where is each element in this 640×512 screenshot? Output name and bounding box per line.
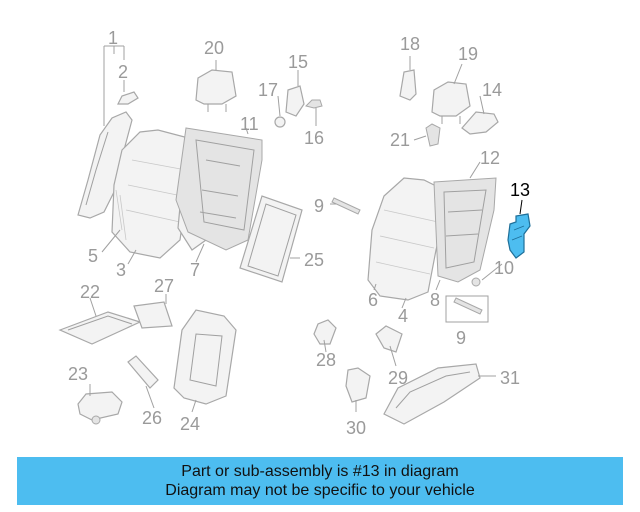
- callout-31: 31: [500, 368, 520, 388]
- part-31: [383, 363, 481, 425]
- part-16: [305, 99, 323, 109]
- callout-26: 26: [142, 408, 162, 428]
- callout-27: 27: [154, 276, 174, 296]
- callout-13: 13: [510, 180, 530, 200]
- part-9-lower: [453, 297, 483, 315]
- callout-24: 24: [180, 414, 200, 434]
- banner-line-disclaimer: Diagram may not be specific to your vehi…: [165, 482, 475, 499]
- callout-8: 8: [430, 290, 440, 310]
- right-seat-back-frame: [433, 177, 497, 283]
- callout-4: 4: [398, 306, 408, 326]
- callout-9-upper: 9: [314, 196, 324, 216]
- callout-20: 20: [204, 38, 224, 58]
- callout-2: 2: [118, 62, 128, 82]
- callout-30: 30: [346, 418, 366, 438]
- part-15: [285, 85, 305, 117]
- callout-15: 15: [288, 52, 308, 72]
- left-headrest: [195, 69, 237, 112]
- callout-10: 10: [494, 258, 514, 278]
- callout-21: 21: [390, 130, 410, 150]
- callout-11: 11: [240, 114, 259, 134]
- callout-28: 28: [316, 350, 336, 370]
- part-18: [399, 69, 417, 101]
- diagram-info-banner: Part or sub-assembly is #13 in diagram D…: [17, 457, 623, 505]
- banner-line-part-number: Part or sub-assembly is #13 in diagram: [181, 463, 459, 480]
- callout-23: 23: [68, 364, 88, 384]
- part-26-panel: [127, 355, 159, 389]
- side-trim-panel: [77, 111, 133, 219]
- part-23-latch: [77, 391, 123, 421]
- callout-22: 22: [80, 282, 100, 302]
- exploded-parts-diagram: 1 2 3 4 5 6 7 8 9 9 10 11 12 13 14 15 16…: [58, 28, 531, 438]
- rear-panel: [239, 195, 303, 283]
- callout-3: 3: [116, 260, 126, 280]
- callout-1: 1: [108, 28, 118, 48]
- part-22-tray: [58, 311, 142, 345]
- callout-25: 25: [304, 250, 324, 270]
- callout-5: 5: [88, 246, 98, 266]
- right-seat-back-group: [367, 177, 497, 301]
- part-27-bracket: [133, 301, 173, 329]
- part-13-highlighted[interactable]: [507, 213, 531, 259]
- callout-6: 6: [368, 290, 378, 310]
- right-headrest: [431, 81, 471, 117]
- part-29: [375, 325, 403, 353]
- callout-9-lower: 9: [456, 328, 466, 348]
- callout-12: 12: [480, 148, 500, 168]
- part-10: [471, 277, 481, 287]
- callout-29: 29: [388, 368, 408, 388]
- callout-19: 19: [458, 44, 478, 64]
- part-24-armrest: [173, 309, 237, 405]
- part-17: [274, 116, 286, 128]
- callout-16: 16: [304, 128, 324, 148]
- part-21: [425, 123, 441, 147]
- callout-labels: 1 2 3 4 5 6 7 8 9 9 10 11 12 13 14 15 16…: [68, 28, 530, 438]
- part-9-upper: [331, 197, 361, 215]
- part-2: [117, 91, 139, 105]
- callout-7: 7: [190, 260, 200, 280]
- leader-lines: [89, 45, 523, 413]
- part-14: [461, 111, 499, 135]
- callout-14: 14: [482, 80, 502, 100]
- part-30: [345, 367, 371, 403]
- left-seat-back-group: [77, 111, 303, 283]
- part-28: [313, 319, 337, 345]
- callout-18: 18: [400, 34, 420, 54]
- callout-17: 17: [258, 80, 278, 100]
